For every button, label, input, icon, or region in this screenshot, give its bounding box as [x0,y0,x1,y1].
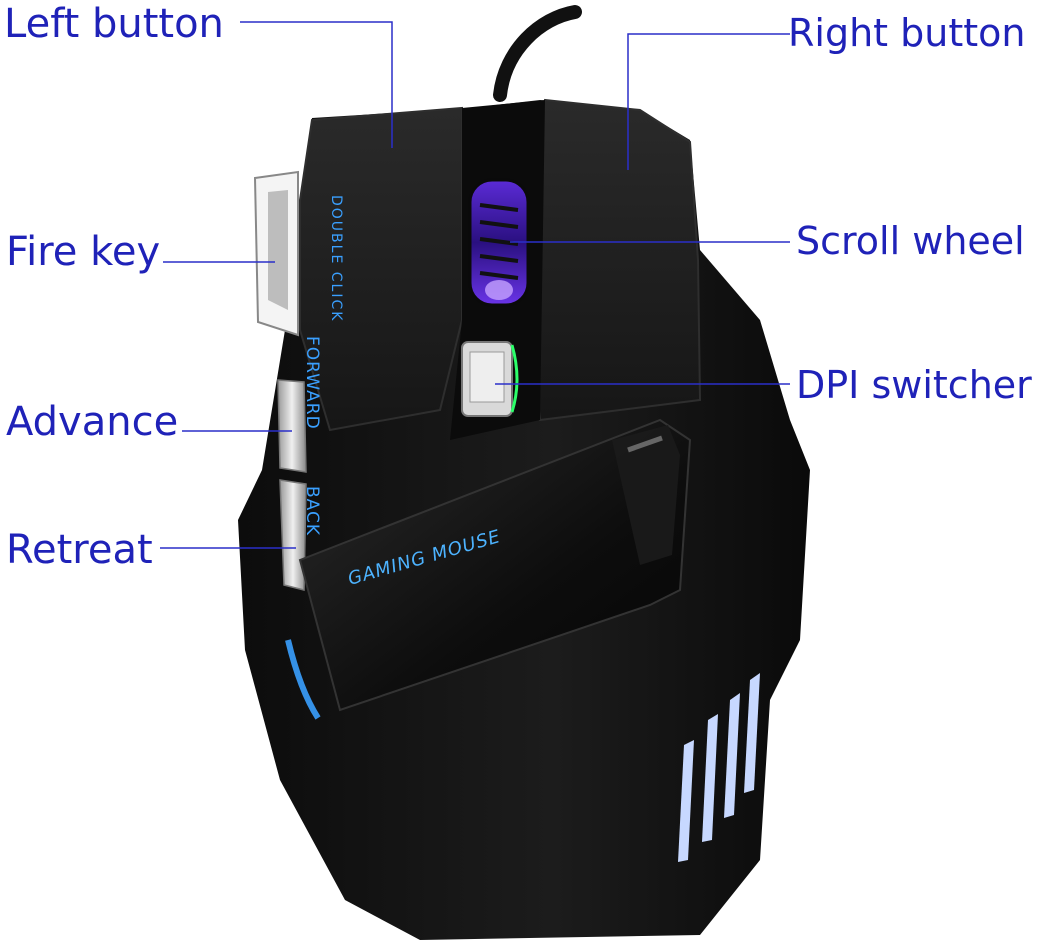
back-button-shape [279,479,307,591]
left-button-shape [299,106,463,432]
label-retreat: Retreat [6,527,153,573]
leader-lines [160,21,790,549]
back-print: BACK [302,486,322,536]
label-right-button: Right button [788,11,1026,55]
forward-print: FORWARD [302,336,322,430]
leader-line-right-button [627,33,790,170]
label-dpi-switcher: DPI switcher [796,363,1032,407]
label-scroll-wheel: Scroll wheel [796,219,1025,263]
leader-line-left-button [240,21,393,148]
left-accent-light [285,639,321,720]
label-advance: Advance [6,399,179,445]
right-button-shape [526,98,702,422]
double-click-print: DOUBLE CLICK [328,195,344,322]
mouse-cable [493,5,582,102]
label-fire-key: Fire key [6,229,161,275]
palm-panel [298,418,692,712]
forward-button-shape [277,379,307,473]
label-left-button: Left button [4,1,224,47]
